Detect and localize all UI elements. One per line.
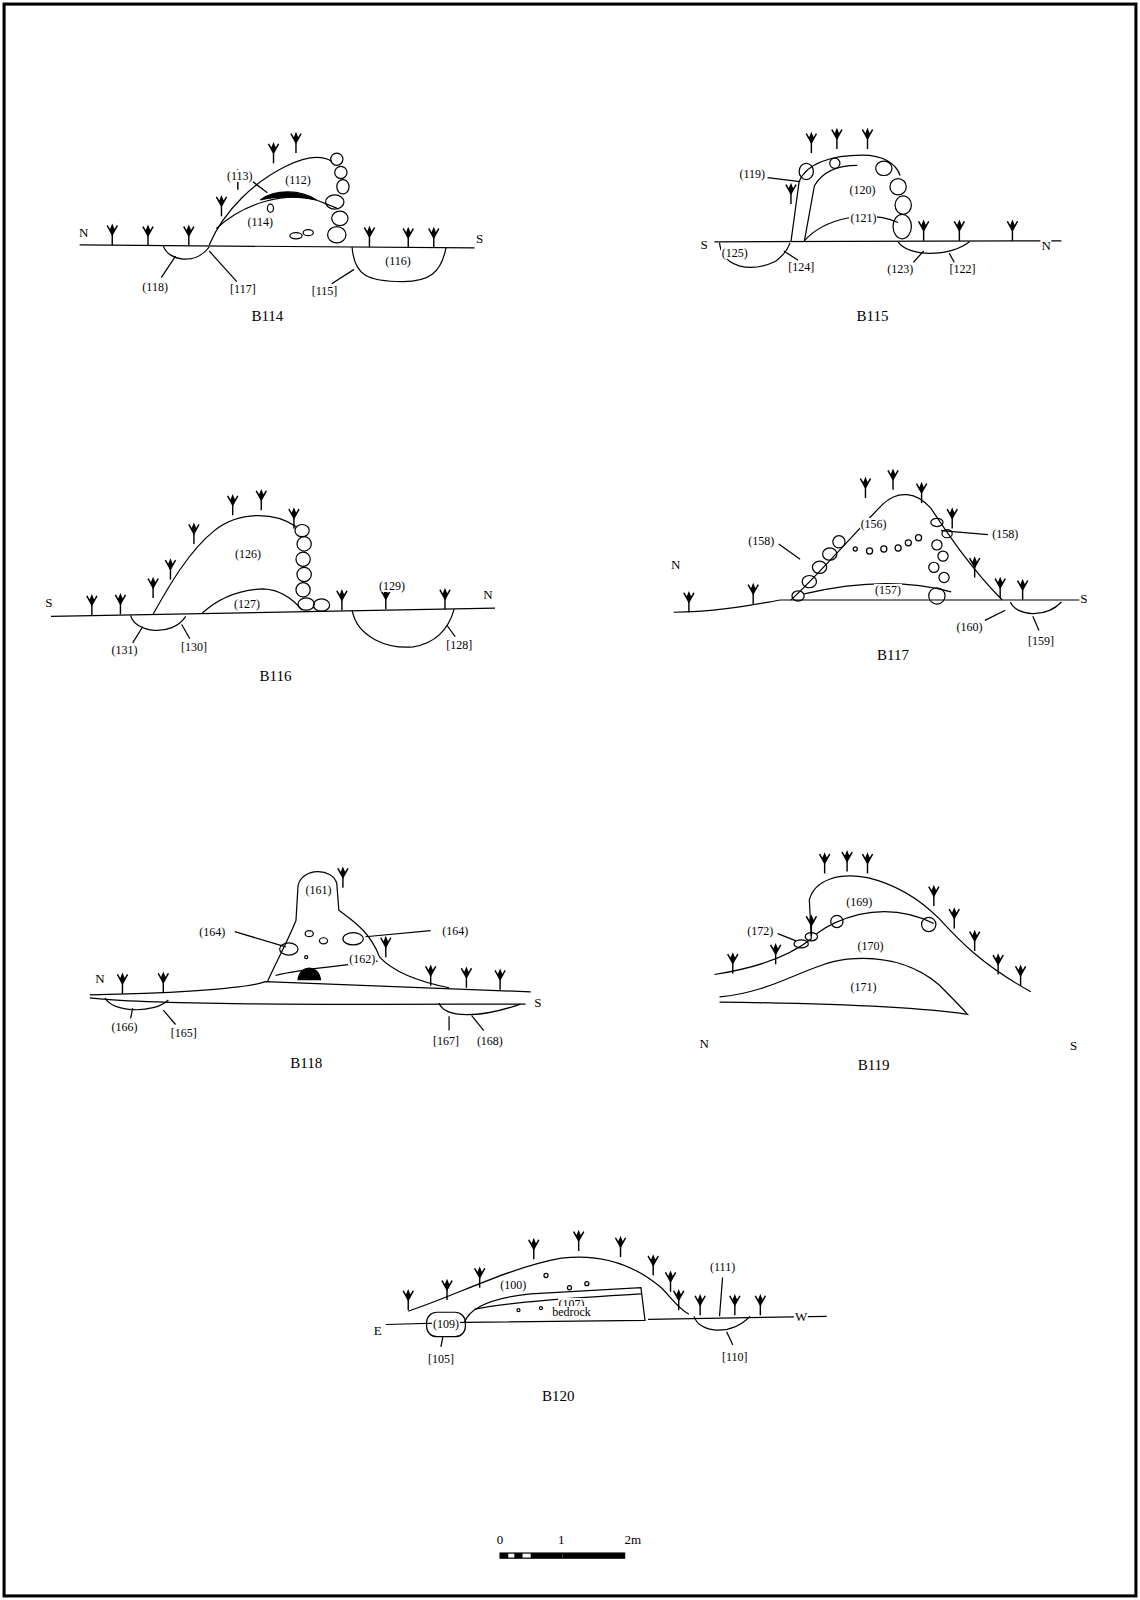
orientation-label: S bbox=[44, 596, 53, 609]
context-number: (113) bbox=[226, 170, 254, 182]
context-number: (164) bbox=[198, 926, 226, 938]
context-number: (158) bbox=[991, 528, 1019, 540]
orientation-label: S bbox=[533, 996, 542, 1009]
section-label: B118 bbox=[289, 1056, 323, 1071]
context-number: [115] bbox=[311, 285, 339, 297]
scale-label: 0 bbox=[496, 1532, 505, 1545]
context-number: [110] bbox=[721, 1351, 749, 1363]
section-label: B116 bbox=[259, 668, 293, 683]
context-number: [117] bbox=[229, 283, 257, 295]
orientation-label: N bbox=[699, 1036, 710, 1049]
section-label: B115 bbox=[856, 309, 890, 324]
section-label: B117 bbox=[876, 648, 910, 663]
context-number: (111) bbox=[709, 1261, 736, 1273]
context-number: (170) bbox=[857, 940, 885, 952]
context-number: (168) bbox=[476, 1035, 504, 1047]
context-number: (164) bbox=[441, 925, 469, 937]
context-number: (123) bbox=[886, 263, 914, 275]
orientation-label: W bbox=[794, 1310, 808, 1323]
orientation-label: S bbox=[1069, 1038, 1078, 1051]
orientation-label: S bbox=[700, 237, 709, 250]
context-number: (129) bbox=[378, 580, 406, 592]
context-number: (100) bbox=[499, 1279, 527, 1291]
context-number: (162) bbox=[348, 953, 376, 965]
context-number: (112) bbox=[284, 174, 312, 186]
section-label: B120 bbox=[541, 1388, 576, 1403]
orientation-label: N bbox=[78, 225, 89, 238]
context-number: [165] bbox=[170, 1027, 198, 1039]
context-number: bedrock bbox=[551, 1306, 592, 1318]
context-number: (157) bbox=[874, 584, 902, 596]
orientation-label: S bbox=[1079, 591, 1088, 604]
orientation-label: E bbox=[373, 1323, 383, 1336]
context-number: (161) bbox=[304, 884, 332, 896]
orientation-label: N bbox=[482, 587, 493, 600]
orientation-label: N bbox=[670, 558, 681, 571]
context-number: (119) bbox=[738, 168, 766, 180]
context-number: (114) bbox=[246, 216, 274, 228]
context-number: [122] bbox=[948, 263, 976, 275]
context-number: (127) bbox=[233, 598, 261, 610]
orientation-label: N bbox=[1040, 238, 1051, 251]
context-number: (131) bbox=[111, 644, 139, 656]
context-number: (158) bbox=[747, 535, 775, 547]
context-number: [105] bbox=[427, 1353, 455, 1365]
section-label: B114 bbox=[250, 309, 284, 324]
context-number: (160) bbox=[956, 621, 984, 633]
orientation-label: N bbox=[94, 971, 105, 984]
context-number: (169) bbox=[845, 896, 873, 908]
context-number: (171) bbox=[849, 981, 877, 993]
context-number: (156) bbox=[860, 518, 888, 530]
context-number: (166) bbox=[111, 1021, 139, 1033]
section-label: B119 bbox=[857, 1058, 891, 1073]
context-number: [128] bbox=[445, 639, 473, 651]
context-number: (121) bbox=[849, 212, 877, 224]
context-number: (172) bbox=[746, 925, 774, 937]
context-number: [159] bbox=[1027, 635, 1055, 647]
orientation-label: S bbox=[475, 231, 484, 244]
context-number: (125) bbox=[721, 247, 749, 259]
context-number: [130] bbox=[180, 641, 208, 653]
scale-label: 1 bbox=[557, 1532, 566, 1545]
context-number: (109) bbox=[432, 1318, 460, 1330]
context-number: (118) bbox=[141, 281, 169, 293]
context-number: [167] bbox=[432, 1035, 460, 1047]
context-number: [124] bbox=[787, 261, 815, 273]
context-number: (120) bbox=[848, 184, 876, 196]
context-number: (116) bbox=[384, 255, 412, 267]
context-number: (126) bbox=[234, 548, 262, 560]
scale-label: 2m bbox=[623, 1532, 642, 1545]
